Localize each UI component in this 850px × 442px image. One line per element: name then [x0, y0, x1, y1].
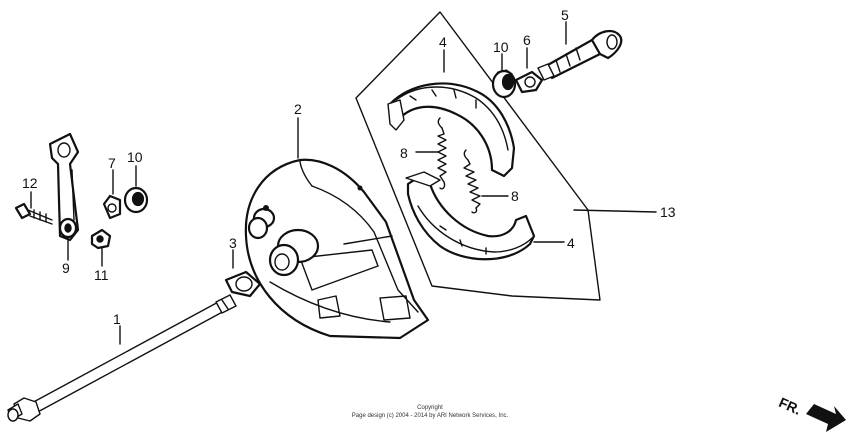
copyright-title: Copyright [417, 405, 443, 411]
bearing-left-part [123, 186, 149, 214]
spring-left-part [437, 117, 447, 190]
axle-part [7, 294, 237, 422]
seal-part [514, 70, 544, 94]
copyright-line: Page design (c) 2004 - 2014 by ARI Netwo… [351, 413, 509, 419]
callout-7: 7 [108, 155, 116, 171]
callout-4-lower: 4 [567, 235, 575, 251]
callout-11: 11 [94, 267, 109, 283]
callout-3: 3 [229, 235, 237, 251]
callout-9: 9 [62, 260, 70, 276]
brake-shoe-upper-part [387, 82, 516, 178]
copyright-notice: Copyright Page design (c) 2004 - 2014 by… [300, 404, 560, 420]
callout-10-upper: 10 [493, 39, 509, 55]
front-direction-arrow-icon [806, 404, 846, 432]
brake-panel-part [244, 158, 430, 340]
callout-13: 13 [660, 204, 676, 220]
brake-shoe-set-frame [355, 11, 657, 301]
callout-6: 6 [523, 32, 531, 48]
callout-12: 12 [22, 175, 38, 191]
callout-1: 1 [113, 311, 121, 327]
brake-shoe-lower-part [405, 171, 536, 261]
callout-8-left: 8 [400, 145, 408, 161]
nut-part [90, 228, 112, 250]
callout-4-upper: 4 [439, 34, 447, 50]
callout-8-right: 8 [511, 188, 519, 204]
callout-labels: 1 2 3 4 4 5 6 7 8 8 9 10 10 11 12 13 [22, 7, 676, 327]
brake-cam-part [537, 30, 623, 81]
seal-washer-part [224, 270, 262, 298]
callout-5: 5 [561, 7, 569, 23]
callout-2: 2 [294, 101, 302, 117]
leader-lines [30, 21, 567, 345]
spring-right-part [463, 149, 481, 214]
indicator-plate-part [102, 194, 122, 220]
callout-10-left: 10 [127, 149, 143, 165]
brake-arm-part [48, 132, 80, 242]
bearing-upper-part [491, 69, 517, 99]
bolt-part [14, 202, 53, 225]
